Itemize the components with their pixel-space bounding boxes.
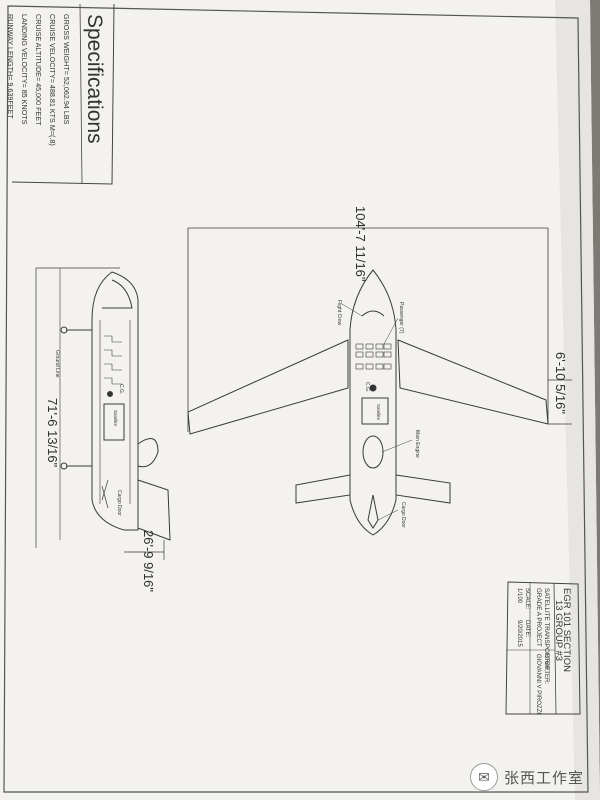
spec-heading: Specifications [83,14,106,144]
title-grade: GRADE A PROJECT [535,588,542,647]
paper-shadow [555,0,600,800]
label-ground-line: Ground Line [54,350,60,378]
drafter-name: GIOVANNI V PIROZZI [535,654,541,714]
date-label: DATE: [524,620,530,638]
cg-marker-side [107,391,113,397]
specifications-block: Specifications GROSS WEIGHT= 52,062.94 L… [6,3,115,185]
scale-value: 1/100 [516,588,522,604]
scale-label: SCALE: [524,588,530,610]
title-course: EGR 101 SECTION [561,588,572,672]
landing-gear [60,326,92,470]
left-wing [187,339,349,435]
title-group: 13 GROUP #3 [553,600,564,661]
label-cargo-door-top: Cargo Door [400,502,406,528]
engine-side [137,438,159,468]
satellite-bay-top [361,397,389,425]
wechat-icon: ✉ [470,763,498,791]
label-cg-top: C.G. [364,382,370,392]
side-view-labels: C.G. Satellite Ground Line Cargo Door [54,350,124,516]
tail-fin-top [367,494,379,529]
spec-line-3: CRUISE ALTITUDE= 45,000 FEET [34,14,43,126]
date-value: 9/20/2015 [516,620,522,647]
main-engine-top [362,435,384,469]
wingspan-dimension: 104'-7 11/16" [353,206,368,282]
watermark: ✉ 张西工作室 [470,760,596,794]
spec-line-2: CRUISE VELOCITY= 488.81 KTS M=(.8) [48,14,57,146]
label-main-engine: Main Engine [414,430,420,458]
fuselage-length-dimension: 71'-6 13/16" [45,398,60,468]
cg-marker-top [369,384,377,392]
label-satellite-top: Satellite [376,404,381,421]
spec-line-1: GROSS WEIGHT= 52,062.94 LBS [62,14,71,125]
spec-line-5: RUNWAY LENGTH= 9,639FEET [6,14,15,119]
fuselage-side [91,271,139,531]
cockpit-windows [361,310,385,317]
seats-side [104,335,122,385]
cockpit-side [102,279,133,309]
height-dimension: 26'-9 9/16" [141,530,156,592]
drafter-label: DRAFTER: [543,654,549,684]
sheet-border [3,5,589,793]
title-block: EGR 101 SECTION 13 GROUP #3 SATELLITE TR… [505,581,581,715]
label-satellite-side: Satellite [113,410,118,427]
label-passenger: Passenger (7) [398,302,404,334]
top-view-aircraft [187,227,572,536]
watermark-text: 张西工作室 [504,768,585,787]
side-view-aircraft [35,267,171,560]
top-view-labels: Flight Crew Passenger (7) C.G. Satellite… [336,300,420,528]
passenger-seats [355,343,392,370]
label-cg-side: C.G. [118,384,124,394]
title-project: SATELLITE TRANSPORTER, [543,588,550,672]
vertical-tail [137,479,171,541]
tail-height-dimension: 6'-10 5/16" [553,352,568,414]
label-flight-crew: Flight Crew [336,300,342,326]
spec-line-4: LANDING VELOCITY= 85 KNOTS [20,14,29,125]
satellite-bay-side [103,403,125,441]
cargo-door-side [101,479,109,509]
label-cargo-door-side: Cargo Door [116,490,122,516]
